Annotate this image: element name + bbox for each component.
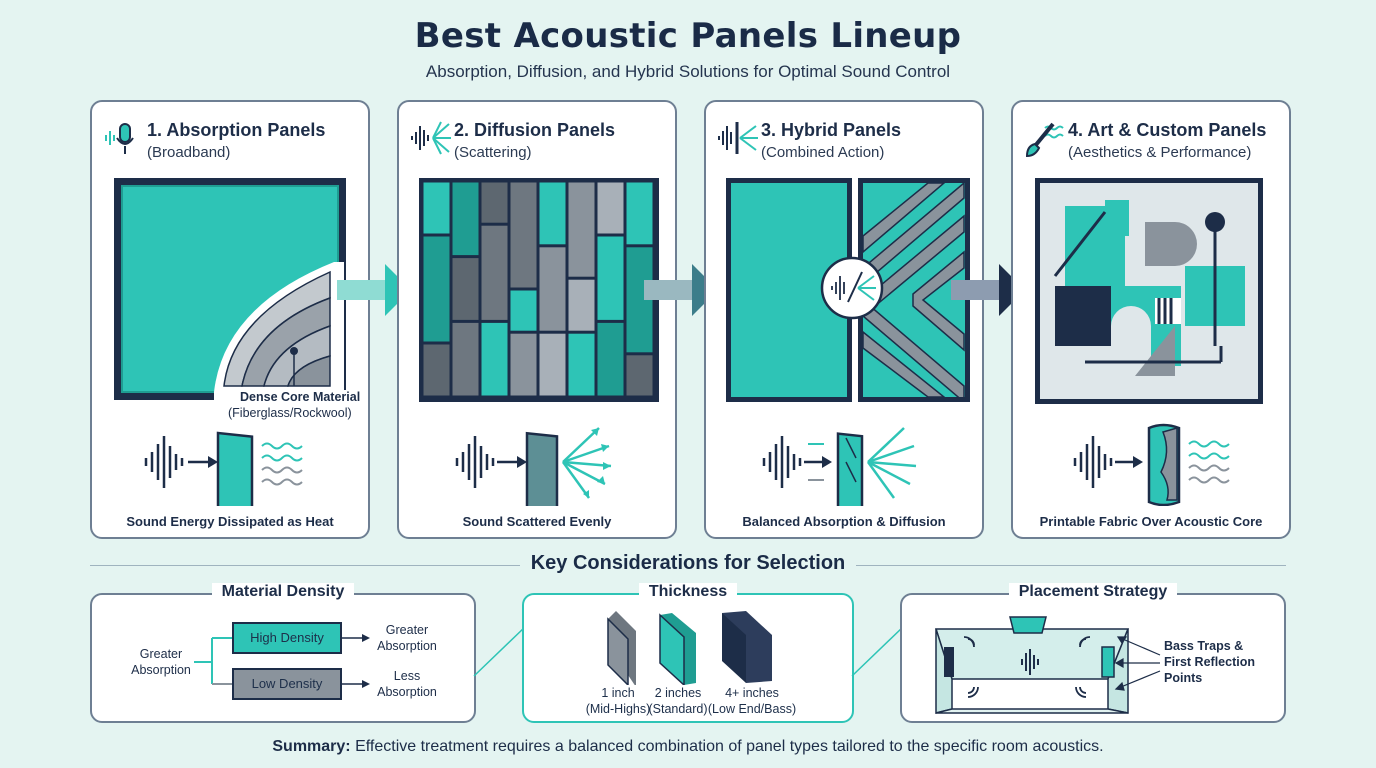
- card-title: 1. Absorption Panels: [147, 120, 326, 140]
- diffuser-block: [596, 321, 625, 397]
- divider-left: [90, 565, 520, 566]
- card-art-custom: 4. Art & Custom Panels (Aesthetics & Per…: [1011, 100, 1291, 539]
- diffuser-block: [451, 321, 480, 397]
- density-left-label-1: Greater: [139, 647, 183, 661]
- thickness-note-2: (Standard): [648, 702, 708, 716]
- core-material-label: Dense Core Material: [240, 390, 361, 404]
- core-material-sublabel: (Fiberglass/Rockwool): [228, 406, 352, 420]
- diffuser-block: [480, 181, 509, 224]
- placement-label-2: First Reflection: [1164, 655, 1255, 669]
- summary-text: Effective treatment requires a balanced …: [350, 738, 1104, 755]
- diffuser-block: [567, 278, 596, 332]
- summary: Summary: Effective treatment requires a …: [0, 738, 1376, 756]
- diffuser-block: [509, 181, 538, 289]
- considerations-title: Key Considerations for Selection: [530, 552, 846, 574]
- low-result-2: Absorption: [377, 685, 437, 699]
- diffuser-block: [451, 181, 480, 257]
- high-density-box: High Density: [232, 622, 342, 654]
- diffusion-panel-illustration: [419, 178, 659, 402]
- sound-scatter-icon: [455, 427, 612, 506]
- art-panel-illustration: [1035, 178, 1263, 404]
- diffuser-block: [538, 246, 567, 332]
- placement-label-1: Bass Traps &: [1164, 639, 1244, 653]
- card-diffusion: 2. Diffusion Panels (Scattering) Sound S…: [397, 100, 677, 539]
- card-title: 3. Hybrid Panels: [761, 120, 902, 140]
- card-absorption: 1. Absorption Panels (Broadband) Dense C…: [90, 100, 370, 539]
- card-subtitle: (Aesthetics & Performance): [1068, 144, 1252, 161]
- low-result-1: Less: [393, 669, 421, 683]
- card-subtitle: (Combined Action): [761, 144, 885, 161]
- thickness-blocks: [607, 611, 772, 685]
- diffuser-block: [422, 181, 451, 235]
- room-diagram: [934, 616, 1161, 714]
- card-caption: Balanced Absorption & Diffusion: [742, 514, 946, 529]
- diffuser-block: [596, 235, 625, 321]
- card-title: 4. Art & Custom Panels: [1068, 120, 1267, 140]
- diffusion-icon: [411, 121, 451, 155]
- diffuser-block: [451, 257, 480, 321]
- page-title: Best Acoustic Panels Lineup: [414, 16, 962, 56]
- fabric-core-icon: [1073, 423, 1230, 506]
- thickness-box: Thickness 1 inch (Mid-Highs) 2 inches (S…: [522, 583, 854, 723]
- high-result-1: Greater: [385, 623, 429, 637]
- diffuser-block: [480, 224, 509, 321]
- summary-lead: Summary:: [272, 738, 351, 755]
- diffuser-block: [509, 332, 538, 397]
- hybrid-sound-icon: [762, 427, 917, 506]
- diffuser-block: [480, 321, 509, 397]
- placement-label-3: Points: [1164, 671, 1203, 685]
- absorption-panel-illustration: [114, 178, 346, 400]
- placement-title: Placement Strategy: [1008, 583, 1178, 600]
- diffuser-block: [625, 181, 654, 246]
- density-box: Material Density Greater Absorption High…: [90, 583, 476, 723]
- placement-box: Placement Strategy Bass Traps & First Re…: [900, 583, 1286, 723]
- high-result-2: Absorption: [377, 639, 437, 653]
- hybrid-icon: [718, 122, 758, 154]
- diffuser-block: [596, 181, 625, 235]
- card-caption: Sound Scattered Evenly: [462, 514, 612, 529]
- thickness-size-3: 4+ inches: [725, 686, 779, 700]
- sound-absorb-icon: [144, 431, 303, 506]
- thickness-size-2: 2 inches: [654, 686, 702, 700]
- hybrid-panel-illustration: [726, 178, 970, 402]
- diffuser-block: [625, 354, 654, 397]
- card-subtitle: (Broadband): [147, 144, 231, 161]
- connector-density-thickness: [473, 625, 527, 677]
- page-subtitle: Absorption, Diffusion, and Hybrid Soluti…: [425, 62, 951, 81]
- thickness-note-1: (Mid-Highs): [585, 702, 651, 716]
- paintbrush-icon: [1025, 122, 1064, 158]
- density-left-label-2: Absorption: [131, 663, 191, 677]
- card-caption: Sound Energy Dissipated as Heat: [126, 514, 334, 529]
- diffuser-block: [422, 235, 451, 343]
- diffuser-block: [567, 332, 596, 397]
- connector-thickness-placement: [851, 625, 905, 677]
- divider-right: [856, 565, 1286, 566]
- density-connectors: [194, 634, 370, 688]
- density-title: Material Density: [211, 583, 355, 600]
- diffuser-block: [422, 343, 451, 397]
- thickness-note-3: (Low End/Bass): [707, 702, 797, 716]
- diffuser-block: [538, 332, 567, 397]
- diffuser-block: [509, 289, 538, 332]
- thickness-title: Thickness: [638, 583, 738, 600]
- thickness-size-1: 1 inch: [601, 686, 635, 700]
- microphone-icon: [105, 123, 134, 154]
- diffuser-block: [567, 181, 596, 278]
- diffuser-block: [538, 181, 567, 246]
- card-subtitle: (Scattering): [454, 144, 532, 161]
- card-hybrid: 3. Hybrid Panels (Combined Action) Balan…: [704, 100, 984, 539]
- card-caption: Printable Fabric Over Acoustic Core: [1039, 514, 1263, 529]
- low-density-box: Low Density: [232, 668, 342, 700]
- card-title: 2. Diffusion Panels: [454, 120, 616, 140]
